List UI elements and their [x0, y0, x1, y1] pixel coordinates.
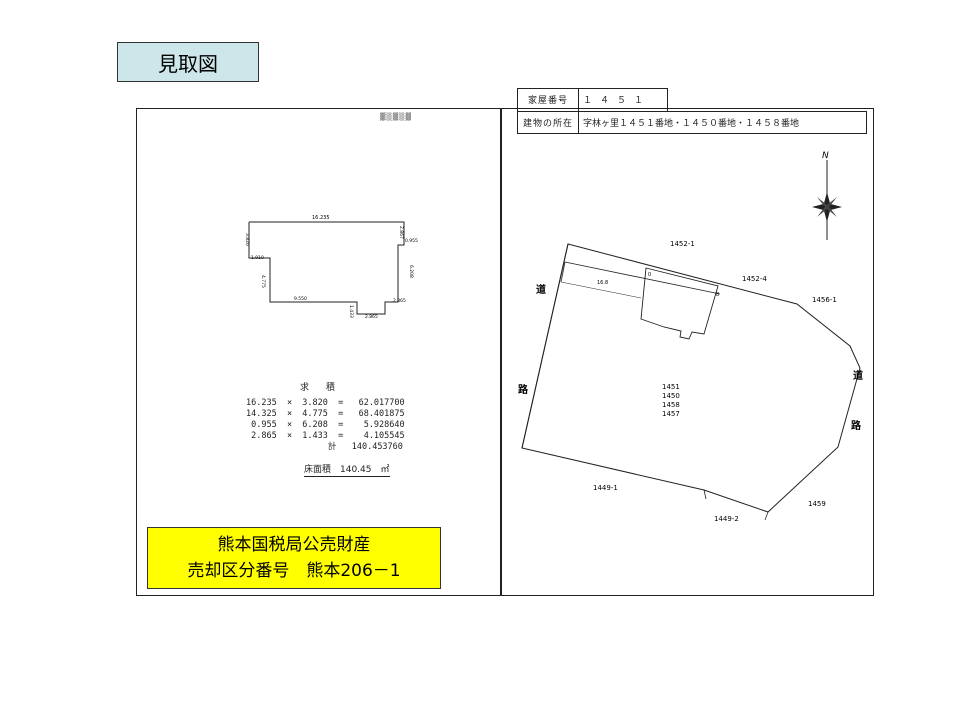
page-title: 見取図 [117, 42, 259, 82]
fp-dim-right-3: 2.865 [393, 298, 406, 304]
fp-dim-left-2: 1.910 [251, 255, 264, 261]
road-west-2: 路 [518, 383, 529, 396]
site-boundary [521, 243, 861, 513]
fp-dim-notch: 1.433 [348, 305, 354, 318]
parcel-1449-1: 1449-1 [593, 484, 618, 492]
road-east-2: 路 [851, 419, 862, 432]
lot-1457: 1457 [662, 410, 680, 418]
faint-stamp: ▓▒▓▒▓ [380, 113, 412, 121]
auction-notice: 熊本国税局公売財産 売却区分番号 熊本206－1 [147, 527, 441, 589]
parcel-1452-1: 1452-1 [670, 240, 695, 248]
parcel-1449-2: 1449-2 [714, 515, 739, 523]
area-calc-row: 16.235 × 3.820 = 62.017700 [246, 398, 405, 408]
road-west-1: 道 [536, 283, 546, 296]
site-dim-1: 16.8 [597, 280, 608, 286]
floor-area: 床面積 140.45 ㎡ [304, 462, 390, 477]
fp-dim-step: 0.955 [405, 238, 418, 244]
area-calc-table: 16.235 × 3.820 = 62.017700 14.325 × 4.77… [246, 398, 405, 453]
site-dim-3: 8 [716, 292, 719, 298]
drawing-sheet [136, 108, 874, 596]
area-calc-title: 求 積 [300, 383, 340, 393]
floor-plan-outline [248, 221, 405, 315]
fp-dim-left-3: 4.775 [260, 275, 266, 288]
site-dim-2: 0 [648, 272, 651, 278]
fp-dim-right-2: 6.208 [408, 265, 414, 278]
building-footprint [640, 267, 719, 340]
area-calc-row: 14.325 × 4.775 = 68.401875 [246, 409, 405, 419]
parcel-1452-4: 1452-4 [742, 275, 767, 283]
fp-dim-bottom-2: 2.865 [365, 314, 378, 320]
north-arrow-icon: N [812, 151, 842, 240]
road-east-1: 道 [853, 369, 863, 382]
parcel-1459: 1459 [808, 500, 826, 508]
fp-dim-bottom: 9.550 [294, 296, 307, 302]
site-boundary-west [521, 243, 569, 449]
south-mark-2 [764, 511, 769, 521]
south-mark [703, 489, 707, 500]
area-calc-row: 0.955 × 6.208 = 5.928640 [246, 420, 405, 430]
site-dim-line [560, 281, 642, 299]
lot-1451: 1451 [662, 383, 680, 391]
north-letter: N [822, 151, 829, 161]
area-calc-total: 計 140.453760 [246, 442, 403, 452]
sheet-divider [500, 108, 502, 596]
area-calc-row: 2.865 × 1.433 = 4.105545 [246, 431, 405, 441]
location-value: 字林ヶ里１４５１番地・１４５０番地・１４５８番地 [578, 110, 867, 134]
parcel-1456-1: 1456-1 [812, 296, 837, 304]
lot-1450: 1450 [662, 392, 680, 400]
lot-1458: 1458 [662, 401, 680, 409]
fp-dim-left-1: 3.820 [244, 233, 250, 246]
fp-dim-right-1: 2.867 [398, 226, 404, 239]
notice-line-2: 売却区分番号 熊本206－1 [187, 561, 401, 581]
site-inner-line [564, 261, 721, 295]
fp-dim-top: 16.235 [312, 215, 330, 221]
site-inner-line-2 [560, 261, 566, 283]
building-info-table: 家屋番号 １４５１ 建物の所在 字林ヶ里１４５１番地・１４５０番地・１４５８番地 [517, 88, 867, 134]
notice-line-1: 熊本国税局公売財産 [217, 535, 371, 555]
